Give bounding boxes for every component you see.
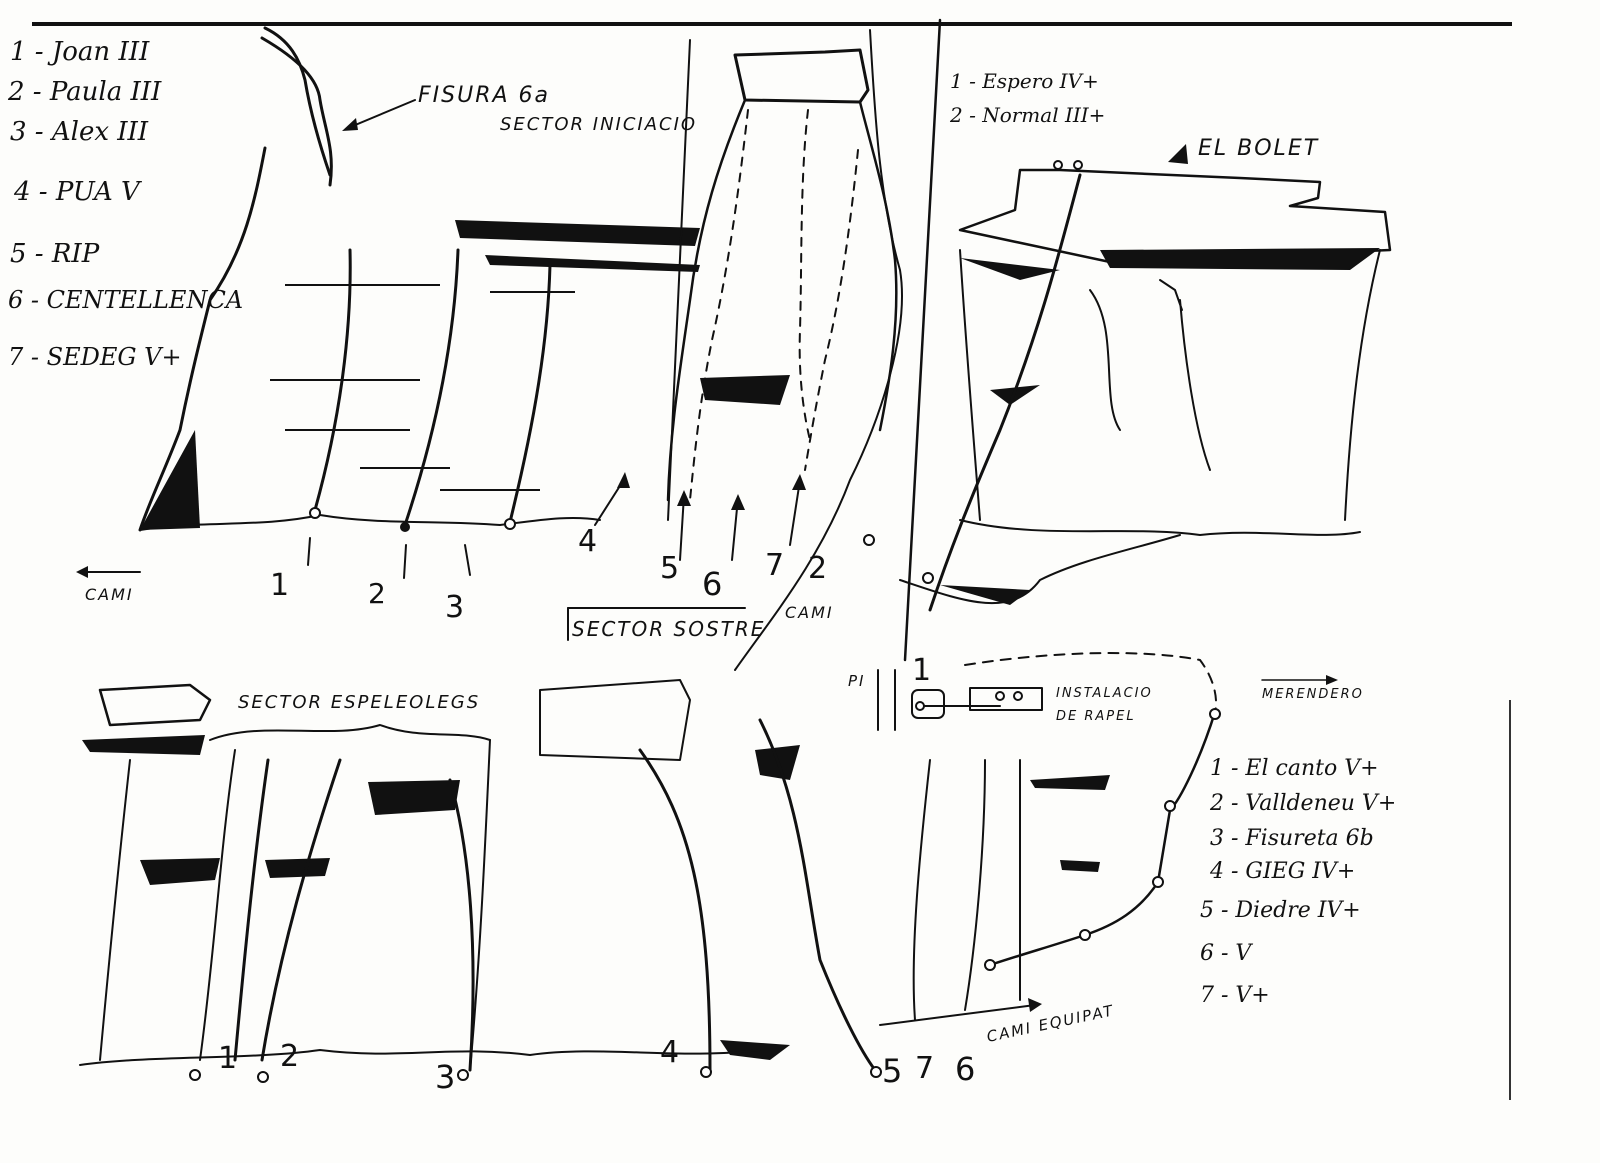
- bolt-icon: [309, 507, 321, 519]
- bolt-icon: [922, 572, 934, 584]
- legend-left-item: 7 - SEDEG V+: [8, 343, 182, 371]
- arrow-icon: [76, 566, 88, 578]
- legend-bottom-right-item: 6 - V: [1200, 941, 1253, 966]
- lower-off-icon: [1073, 160, 1083, 170]
- bolt-icon: [700, 1066, 712, 1078]
- legend-top-right-item: 2 - Normal III+: [949, 103, 1105, 127]
- arrow-icon: [617, 472, 630, 488]
- lower-off-icon: [1013, 691, 1023, 701]
- arrow-icon: [1028, 998, 1042, 1012]
- bolt-icon: [1209, 708, 1221, 720]
- bolt-icon: [504, 518, 516, 530]
- route-number: 7: [915, 1051, 934, 1086]
- label-cami-center: CAMI: [785, 603, 834, 622]
- legend-left-item: 4 - PUA V: [13, 177, 142, 207]
- route-number: 3: [435, 1058, 455, 1096]
- bolt-icon: [1079, 929, 1091, 941]
- legend-bottom-right-item: 1 - El canto V+: [1210, 756, 1379, 781]
- route-number: 5: [660, 551, 679, 586]
- route-number: 4: [578, 524, 597, 559]
- bolt-icon: [984, 959, 996, 971]
- label-fisura: FISURA 6a: [418, 83, 550, 108]
- lower-off-icon: [1053, 160, 1063, 170]
- legend-top-right-item: 1 - Espero IV+: [950, 69, 1099, 93]
- route-number: 6: [702, 565, 722, 603]
- route-number: 1: [218, 1041, 237, 1076]
- lower-off-icon: [995, 691, 1005, 701]
- bolt-icon: [400, 522, 410, 532]
- route-number: 1: [912, 653, 931, 688]
- legend-bottom-right-item: 4 - GIEG IV+: [1209, 859, 1355, 884]
- legend-left: 1 - Joan III 2 - Paula III 3 - Alex III …: [7, 37, 243, 371]
- label-merendero: MERENDERO: [1262, 687, 1364, 702]
- bolt-icon: [189, 1069, 201, 1081]
- bolt-icon: [1164, 800, 1176, 812]
- label-pi: PI: [848, 672, 865, 690]
- route-number: 7: [765, 548, 784, 583]
- bolt-icon: [915, 701, 925, 711]
- route-number: 2: [368, 577, 386, 610]
- legend-left-item: 1 - Joan III: [10, 37, 150, 67]
- arrow-icon: [792, 474, 806, 490]
- label-instalacio: INSTALACIO: [1056, 686, 1153, 701]
- legend-top-right: 1 - Espero IV+ 2 - Normal III+: [949, 69, 1105, 127]
- label-el-bolet: EL BOLET: [1198, 136, 1319, 161]
- legend-bottom-right-item: 3 - Fisureta 6b: [1210, 826, 1374, 851]
- arrow-icon: [731, 494, 745, 510]
- bolt-icon: [870, 1066, 882, 1078]
- legend-left-item: 2 - Paula III: [7, 77, 162, 107]
- top-scene: FISURA 6a SECTOR INICIACIO: [76, 18, 1392, 688]
- route-number: 1: [270, 568, 289, 603]
- route-number: 6: [955, 1050, 975, 1088]
- route-number: 4: [660, 1035, 679, 1070]
- arrow-icon: [342, 118, 358, 131]
- bolt-icon: [257, 1071, 269, 1083]
- label-sector-iniciacio: SECTOR INICIACIO: [500, 114, 697, 135]
- arrow-icon: [677, 490, 691, 506]
- legend-bottom-right-item: 5 - Diedre IV+: [1200, 898, 1361, 923]
- route-number: 2: [808, 551, 827, 586]
- route-number: 2: [280, 1039, 299, 1074]
- arrow-icon: [1168, 144, 1188, 164]
- shadow-hatch: [140, 430, 200, 530]
- bolt-icon: [863, 534, 875, 546]
- legend-bottom-right-item: 7 - V+: [1200, 983, 1270, 1008]
- label-sector-sostre: SECTOR SOSTRE: [572, 617, 765, 641]
- label-cami-left: CAMI: [85, 585, 134, 604]
- legend-bottom-right: 1 - El canto V+ 2 - Valldeneu V+ 3 - Fis…: [1200, 756, 1396, 1008]
- legend-left-item: 3 - Alex III: [10, 117, 149, 147]
- bolt-icon: [457, 1069, 469, 1081]
- bolt-icon: [1152, 876, 1164, 888]
- route-number: 3: [445, 590, 464, 625]
- arrow-icon: [1326, 675, 1338, 685]
- label-de-rapel: DE RAPEL: [1056, 709, 1136, 724]
- legend-left-item: 6 - CENTELLENCA: [8, 286, 243, 314]
- bottom-scene: SECTOR ESPELEOLEGS 1 2 3 4 5 7 6: [79, 652, 1396, 1096]
- label-sector-espeleolegs: SECTOR ESPELEOLEGS: [238, 692, 480, 713]
- legend-left-item: 5 - RIP: [10, 239, 100, 269]
- route-number: 5: [882, 1052, 902, 1090]
- legend-bottom-right-item: 2 - Valldeneu V+: [1209, 791, 1396, 816]
